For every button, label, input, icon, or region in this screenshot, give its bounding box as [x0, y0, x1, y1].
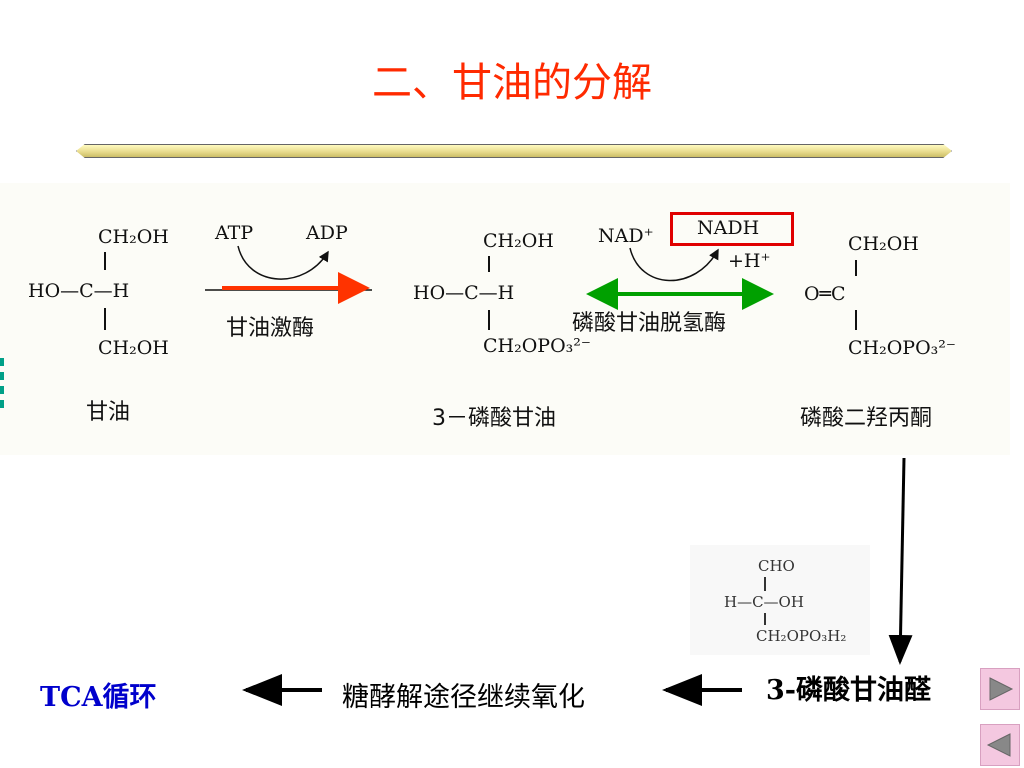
glycerophosphate-dehydrogenase-label: 磷酸甘油脱氢酶 [572, 311, 727, 336]
previous-slide-button[interactable] [980, 724, 1020, 766]
bond [104, 252, 106, 270]
glycerol-top-group: CH₂OH [98, 226, 169, 248]
g3p-alcohol-top-group: CH₂OH [483, 230, 554, 252]
decorative-marks [0, 358, 4, 408]
dhap-label: 磷酸二羟丙酮 [800, 406, 933, 431]
bond [855, 310, 857, 330]
glycerol-bottom-group: CH₂OH [98, 337, 169, 359]
dhap-bottom-group: CH₂OPO₃²⁻ [848, 337, 956, 359]
g3p-alcohol-bottom-group: CH₂OPO₃²⁻ [483, 335, 591, 357]
proton-label: +H⁺ [728, 250, 771, 272]
g3p-phosphate: CH₂OPO₃H₂ [756, 627, 847, 645]
glyceraldehyde-3-phosphate-label: 3-磷酸甘油醛 [766, 675, 931, 706]
g3p-structure-inset: CHO H—C—OH CH₂OPO₃H₂ [690, 545, 870, 655]
nad-nadh-curve [629, 247, 719, 282]
bond [764, 613, 766, 625]
g3p-alcohol-center: HO—C—H [413, 282, 515, 304]
bond [764, 577, 766, 591]
dhap-carbonyl: O═C [804, 283, 846, 305]
glycerol-kinase-label: 甘油激酶 [226, 316, 315, 341]
dhap-top-group: CH₂OH [848, 233, 919, 255]
g3p-aldehyde: CHO [758, 557, 795, 575]
atp-label: ATP [215, 222, 254, 244]
adp-label: ADP [306, 222, 348, 244]
tca-cycle-label: TCA循环 [40, 682, 157, 713]
nadh-label: NADH [697, 217, 760, 239]
play-right-icon [989, 677, 1014, 701]
glycerol-label: 甘油 [86, 400, 131, 425]
bond [104, 308, 106, 330]
page-title: 二、甘油的分解 [372, 60, 652, 106]
bond [855, 260, 857, 276]
glycolysis-oxidation-label: 糖酵解途径继续氧化 [342, 682, 585, 713]
glycerol-3-phosphate-label: 3－磷酸甘油 [432, 406, 556, 431]
dhap-to-g3p-arrow [888, 457, 913, 665]
play-left-icon [986, 733, 1011, 757]
bond [488, 310, 490, 330]
reaction-scheme-area [0, 183, 1010, 455]
glycerol-center: HO—C—H [28, 280, 130, 302]
nad-label: NAD⁺ [598, 225, 654, 247]
title-divider [76, 144, 952, 158]
nadh-highlight-box [670, 212, 794, 246]
next-slide-button[interactable] [980, 668, 1020, 710]
bond [488, 256, 490, 272]
g3p-center: H—C—OH [724, 593, 804, 611]
atp-adp-curve [237, 245, 329, 280]
